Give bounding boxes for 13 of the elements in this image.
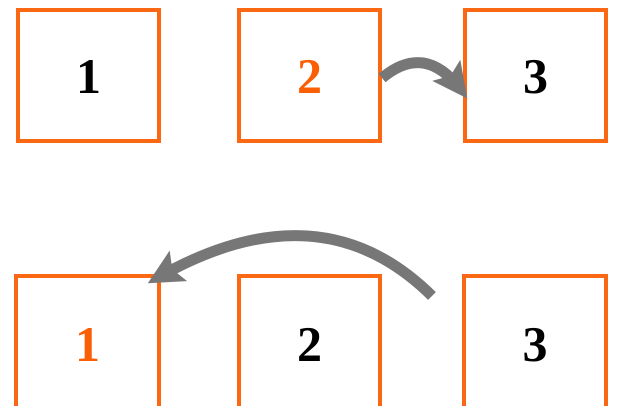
number-label: 2	[297, 50, 322, 100]
curved-arrow	[148, 230, 436, 300]
square-box	[462, 274, 608, 406]
square-box	[463, 8, 608, 143]
square-box	[237, 274, 382, 406]
number-label: 1	[75, 319, 100, 369]
square-box	[237, 8, 382, 143]
square-box	[14, 274, 161, 406]
number-label: 3	[523, 50, 548, 100]
number-label: 1	[76, 50, 101, 100]
square-box	[16, 8, 161, 143]
number-label: 2	[297, 319, 322, 369]
number-label: 3	[522, 319, 548, 369]
